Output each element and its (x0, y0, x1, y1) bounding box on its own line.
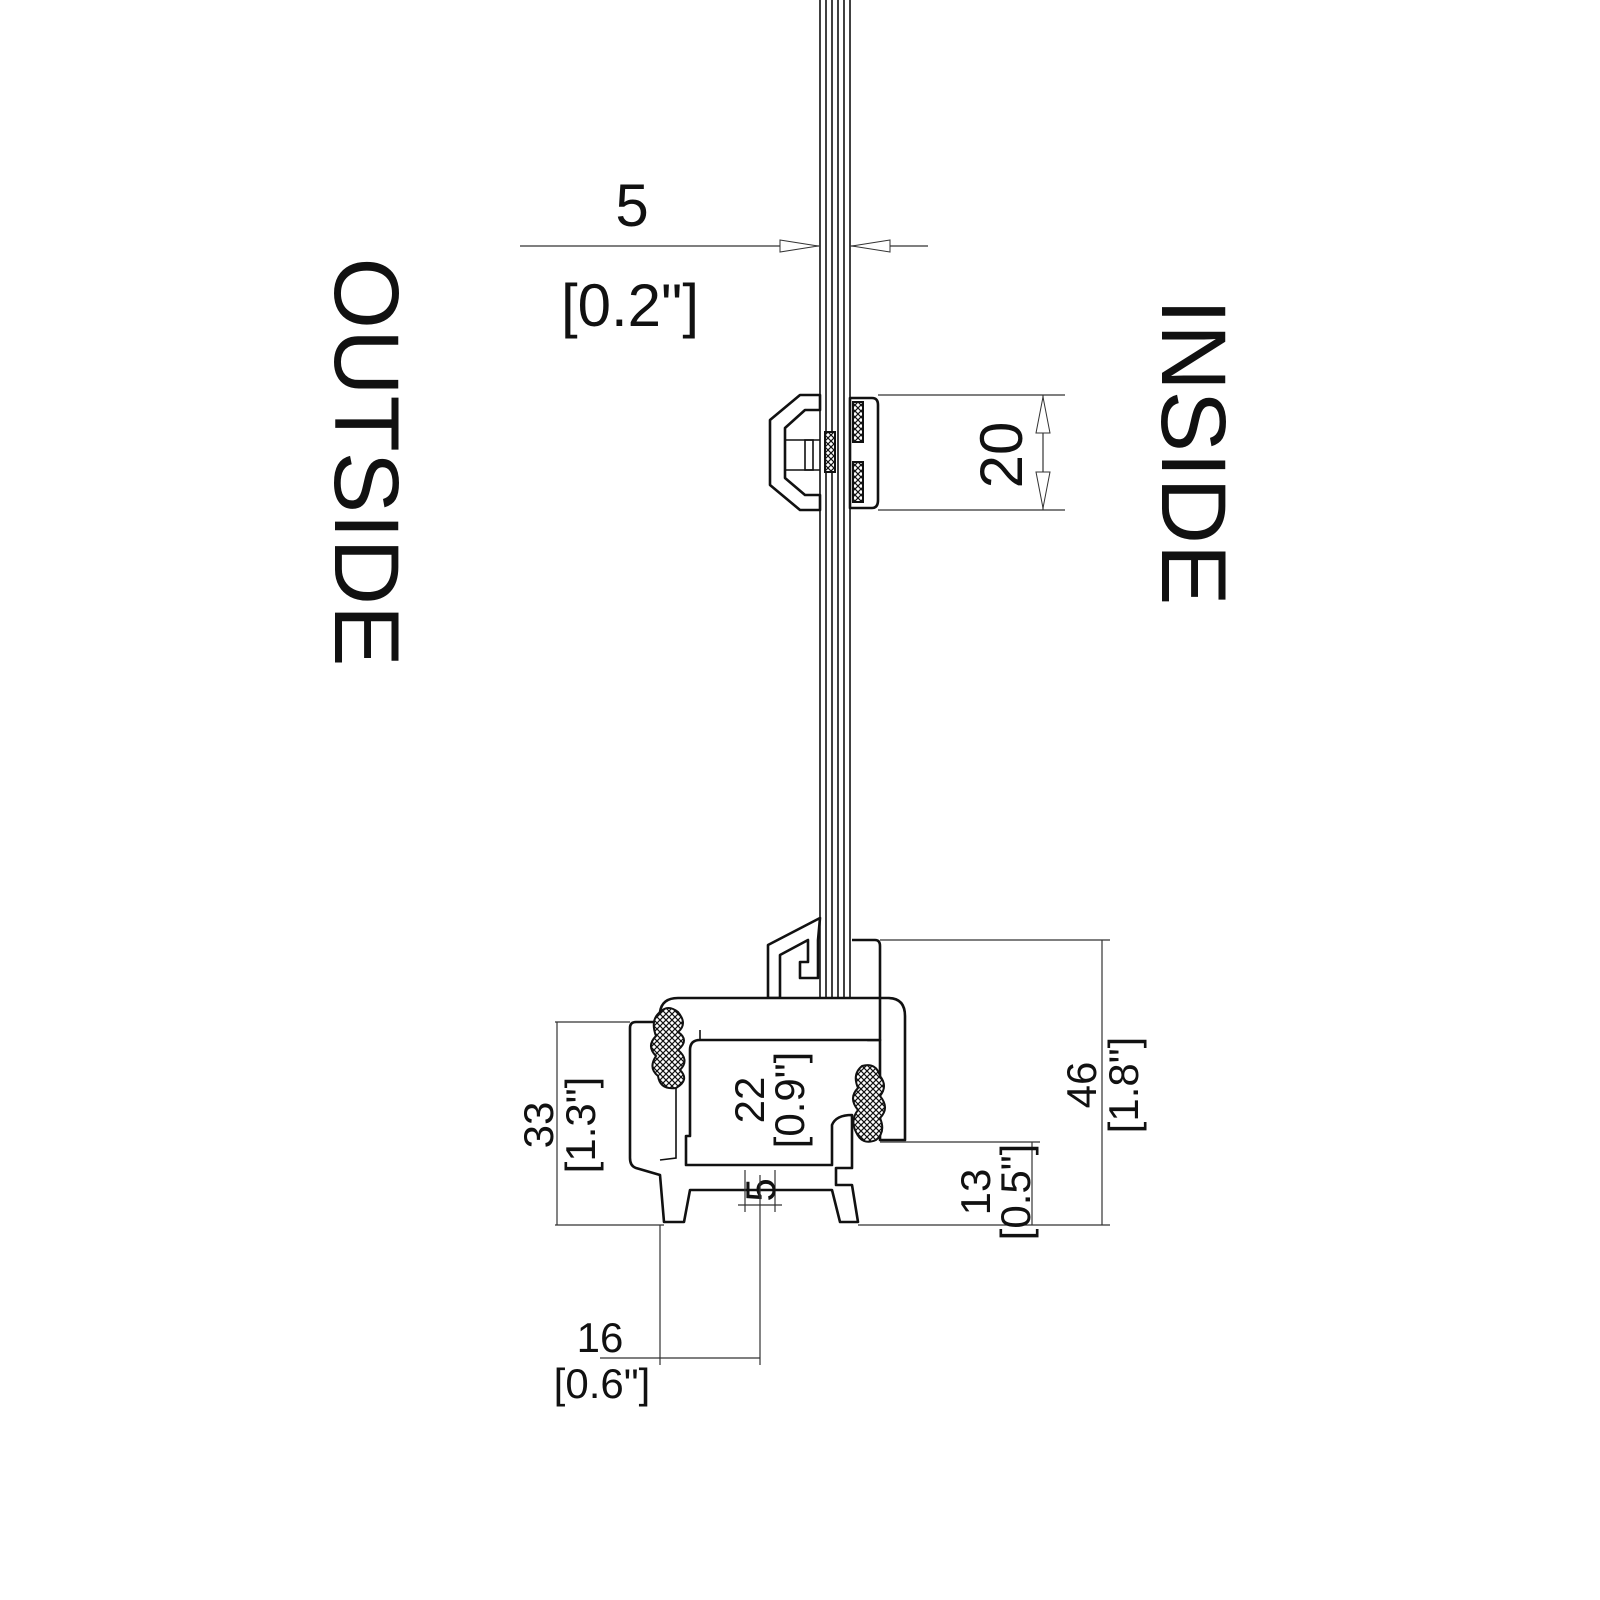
bottom-flange-inch: [0.5"] (992, 1144, 1039, 1241)
body-height-inch: [1.3"] (557, 1077, 604, 1174)
body-height-mm: 33 (515, 1102, 562, 1149)
inner-height-dimension: 22 [0.9"] (726, 1052, 813, 1149)
glass-thickness-mm: 5 (615, 172, 648, 239)
glass-thickness-inch: [0.2"] (561, 272, 699, 339)
inner-height-mm: 22 (726, 1077, 773, 1124)
bottom-flange-dimension: 13 [0.5"] (880, 1141, 1040, 1241)
inner-height-inch: [0.9"] (766, 1052, 813, 1149)
overall-height-mm: 46 (1058, 1062, 1105, 1109)
glass-panel (819, 0, 851, 1001)
bottom-flange-mm: 13 (952, 1169, 999, 1216)
body-height-dimension: 33 [1.3"] (515, 1021, 664, 1226)
offset-width-inch: [0.6"] (554, 1360, 651, 1407)
outside-label: OUTSIDE (315, 258, 417, 667)
clip-height-dimension: 20 (878, 394, 1065, 511)
offset-width-mm: 16 (577, 1314, 624, 1361)
glazing-bead (766, 916, 822, 1000)
overall-height-inch: [1.8"] (1100, 1037, 1147, 1134)
clip-height-mm: 20 (968, 422, 1035, 489)
inside-label: INSIDE (1142, 299, 1244, 606)
offset-width-dimension: 16 [0.6"] (554, 1175, 761, 1407)
glass-clip (768, 393, 880, 512)
frame-profile (628, 938, 907, 1224)
glass-thickness-dimension: 5 [0.2"] (520, 172, 928, 339)
overall-height-dimension: 46 [1.8"] (858, 939, 1147, 1226)
